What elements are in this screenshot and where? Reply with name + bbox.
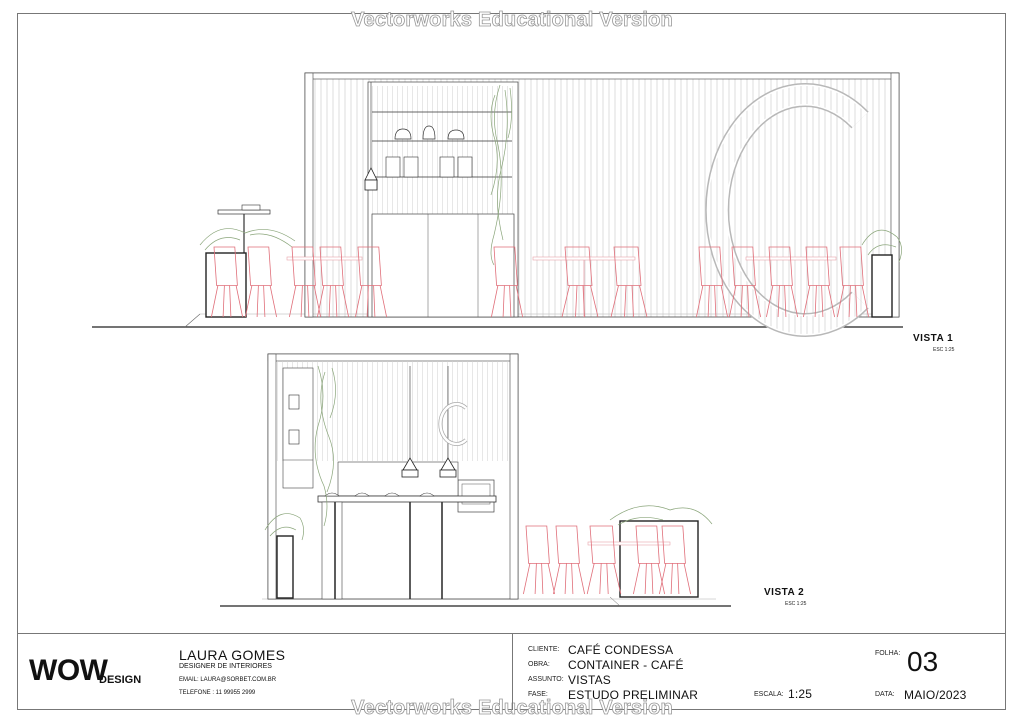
- designer-phone: TELEFONE : 11 99955 2999: [179, 690, 256, 696]
- field-value-cliente: CAFÉ CONDESSA: [568, 643, 674, 657]
- brand-logo-sub: DESIGN: [99, 674, 142, 686]
- escala-value: 1:25: [788, 687, 813, 701]
- vista-2-label: VISTA 2: [764, 587, 805, 598]
- watermark-bottom: Vectorworks Educational Version: [351, 697, 673, 720]
- folha-key: FOLHA:: [875, 650, 901, 657]
- drawing-sheet-border: [17, 13, 1006, 710]
- field-value-obra: CONTAINER - CAFÉ: [568, 658, 684, 672]
- field-value-assunto: VISTAS: [568, 673, 611, 687]
- vista-1-chairs: [211, 246, 869, 318]
- field-value-fase: ESTUDO PRELIMINAR: [568, 688, 699, 702]
- data-key: DATA:: [875, 691, 895, 698]
- chair: [317, 246, 349, 318]
- watermark-top: Vectorworks Educational Version: [351, 9, 673, 32]
- vista-2-elevation: [220, 353, 731, 607]
- field-key-assunto: ASSUNTO:: [528, 676, 564, 683]
- chair: [245, 246, 277, 318]
- vista-2-scale: ESC 1:25: [785, 601, 807, 607]
- hanging-plant-2: [314, 365, 336, 527]
- chair: [696, 246, 728, 318]
- title-block-divider: [512, 634, 513, 710]
- planter-right: [871, 254, 893, 318]
- planter-left: [205, 252, 247, 318]
- chair: [561, 246, 599, 318]
- escala-key: ESCALA:: [754, 691, 784, 698]
- chair: [633, 525, 665, 595]
- chair: [289, 246, 321, 318]
- title-block: WOW DESIGN LAURA GOMES DESIGNER DE INTER…: [17, 633, 1006, 710]
- chair: [355, 246, 387, 318]
- designer-email: EMAIL: LAURA@SORBET.COM.BR: [179, 677, 277, 683]
- chair: [523, 525, 555, 595]
- elevation-drawing: [92, 72, 903, 607]
- chair: [491, 246, 523, 318]
- chair: [211, 246, 243, 318]
- chair: [553, 525, 585, 595]
- brand-logo: WOW: [29, 654, 108, 687]
- chair: [803, 246, 835, 318]
- hanging-plant: [490, 84, 512, 266]
- planter-left-2: [276, 535, 294, 599]
- designer-role: DESIGNER DE INTERIORES: [179, 663, 272, 670]
- field-key-fase: FASE:: [528, 691, 548, 698]
- chair: [766, 246, 798, 318]
- data-value: MAIO/2023: [904, 688, 967, 702]
- chair: [837, 246, 869, 318]
- field-key-obra: OBRA:: [528, 661, 550, 668]
- vista-1-elevation: [92, 72, 903, 337]
- chair: [586, 525, 622, 595]
- vista-2-chairs: [523, 525, 691, 595]
- vista-1-scale: ESC 1:25: [933, 347, 955, 353]
- designer-name: LAURA GOMES: [179, 647, 286, 663]
- vista-1-label: VISTA 1: [913, 333, 954, 344]
- chair: [610, 246, 648, 318]
- folha-value: 03: [907, 646, 939, 677]
- chair: [729, 246, 761, 318]
- chair: [659, 525, 691, 595]
- field-key-cliente: CLIENTE:: [528, 646, 560, 653]
